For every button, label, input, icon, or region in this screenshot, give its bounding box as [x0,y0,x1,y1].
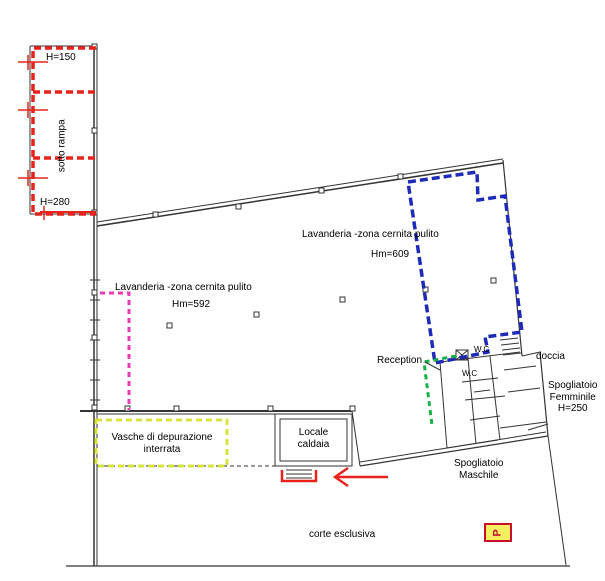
walls [29,45,570,567]
label-locale-caldaia: Locale caldaia [297,427,330,450]
label-spogliatoio-maschile: Spogliatoio Maschile [454,458,504,481]
label-hm592: Hm=592 [172,299,211,310]
label-wc-lower: W.C [462,369,478,378]
ramp-zone [31,46,96,216]
arrow-icon [280,466,388,488]
label-reception: Reception [377,355,423,366]
label-wc-upper: W.C [474,345,490,354]
leader-line [527,423,549,431]
tanks-zone [94,418,229,468]
label-h280: H=280 [40,197,70,208]
green-zone [422,354,457,426]
label-lavanderia-lower: Lavanderia -zona cernita pulito [115,282,252,293]
label-spogliatoio-femminile: Spogliatoio Femminile H=250 [548,380,598,414]
label-sotto-rampa: sotto rampa [56,119,68,173]
label-doccia: doccia [536,351,565,362]
magenta-zone [100,291,131,410]
entry-steps [286,465,312,479]
parking-label: P [492,528,504,537]
label-h150: H=150 [46,52,76,63]
label-vasche: Vasche di depurazione interrata [111,432,213,455]
wall-hatch [90,279,100,401]
stairs-icon [499,337,522,356]
leader-line-reception [424,361,441,371]
parking-icon: P [484,523,512,542]
label-hm609: Hm=609 [371,249,410,260]
blue-zone [406,169,524,366]
ramp-ticks [18,55,48,220]
label-lavanderia-upper: Lavanderia -zona cernita pulito [302,229,439,240]
label-corte-esclusiva: corte esclusiva [309,529,376,540]
